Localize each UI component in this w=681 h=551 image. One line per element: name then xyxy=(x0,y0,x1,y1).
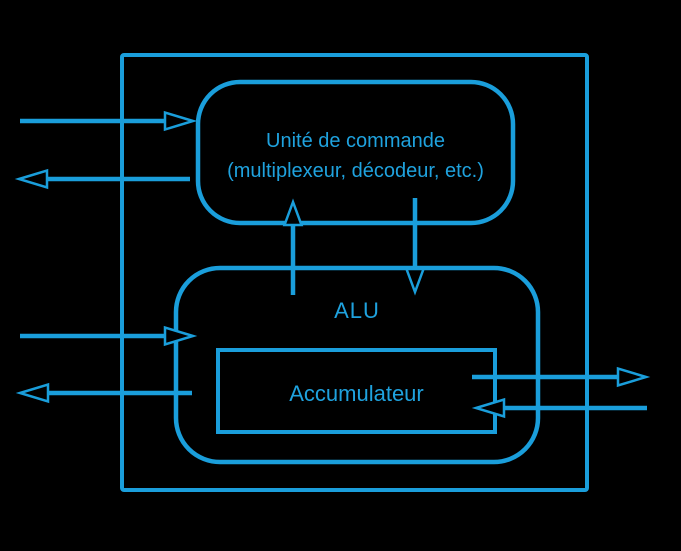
arrow-alu-to-control-unit xyxy=(282,198,304,295)
accumulator-box xyxy=(216,348,497,434)
arrow-input-to-control-unit xyxy=(20,110,198,132)
processor-boundary-box xyxy=(120,53,589,492)
arrow-control-unit-to-alu xyxy=(404,198,426,296)
arrow-accumulator-output xyxy=(472,366,651,388)
arrow-output-from-control-unit xyxy=(14,168,190,190)
arrow-output-from-alu xyxy=(15,382,192,404)
alu-box xyxy=(173,265,541,465)
control-unit-box xyxy=(195,79,516,226)
arrow-input-to-alu xyxy=(20,325,198,347)
arrow-accumulator-input xyxy=(471,397,647,419)
